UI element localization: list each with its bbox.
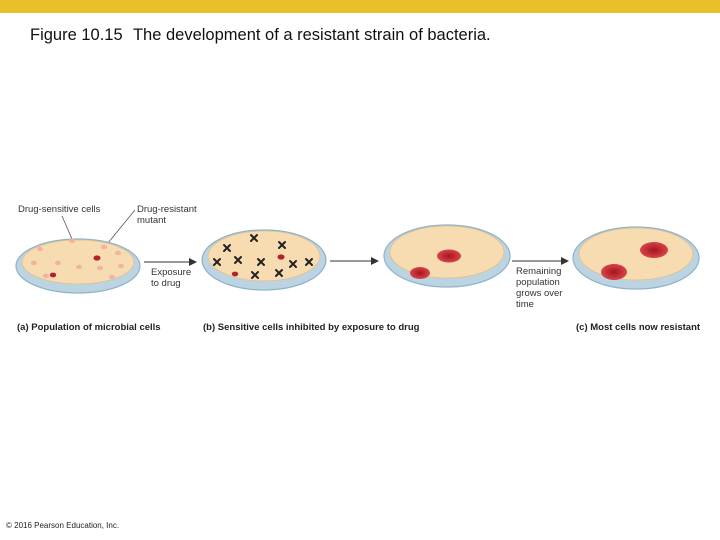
- sensitive-cell: [76, 264, 82, 270]
- petri-dish-a: [15, 238, 141, 294]
- sensitive-cell: [37, 246, 43, 252]
- arrow-1-label-line1: Exposure: [151, 267, 191, 278]
- resistant-colony: [410, 267, 430, 279]
- resistant-colony: [437, 249, 461, 263]
- petri-dish-c: [383, 224, 511, 288]
- callout-drug-resistant-line1: Drug-resistant: [137, 204, 197, 215]
- slide-title: Figure 10.15 The development of a resist…: [30, 26, 491, 45]
- arrow-1-label-line2: to drug: [151, 278, 181, 289]
- caption-panel-b: (b) Sensitive cells inhibited by exposur…: [203, 322, 420, 333]
- figure-title: The development of a resistant strain of…: [132, 26, 491, 44]
- arrow-2-label-line4: time: [516, 299, 534, 310]
- copyright-notice: © 2016 Pearson Education, Inc.: [6, 521, 120, 530]
- resistant-cell: [93, 255, 101, 261]
- resistant-colony: [601, 264, 627, 280]
- sensitive-cell: [97, 265, 103, 271]
- resistant-cell: [49, 272, 57, 278]
- sensitive-cell: [118, 263, 124, 269]
- resistant-cell: [231, 271, 239, 277]
- sensitive-cell: [31, 260, 37, 266]
- resistant-cell: [277, 254, 285, 260]
- petri-dish-b: [201, 229, 327, 291]
- arrow-2-label-line1: Remaining: [516, 266, 561, 277]
- sensitive-cell: [69, 238, 75, 244]
- caption-panel-c: (c) Most cells now resistant: [576, 322, 701, 333]
- sensitive-cell: [109, 274, 115, 280]
- caption-panel-a: (a) Population of microbial cells: [17, 322, 161, 333]
- sensitive-cell: [101, 244, 107, 250]
- sensitive-cell: [115, 250, 121, 256]
- callout-drug-sensitive: Drug-sensitive cells: [18, 204, 101, 215]
- resistant-colony: [640, 242, 668, 258]
- callout-drug-resistant-line2: mutant: [137, 215, 166, 226]
- arrow-2-label-line3: grows over: [516, 288, 562, 299]
- figure-number: Figure 10.15: [30, 26, 123, 44]
- petri-dish-d: [572, 226, 700, 290]
- arrow-2-label-line2: population: [516, 277, 560, 288]
- callout-line-sensitive: [61, 215, 73, 240]
- sensitive-cell: [55, 260, 61, 266]
- sensitive-cell: [43, 273, 49, 279]
- top-accent-bar: [0, 0, 720, 13]
- inhibited-cell-mark: [213, 234, 313, 279]
